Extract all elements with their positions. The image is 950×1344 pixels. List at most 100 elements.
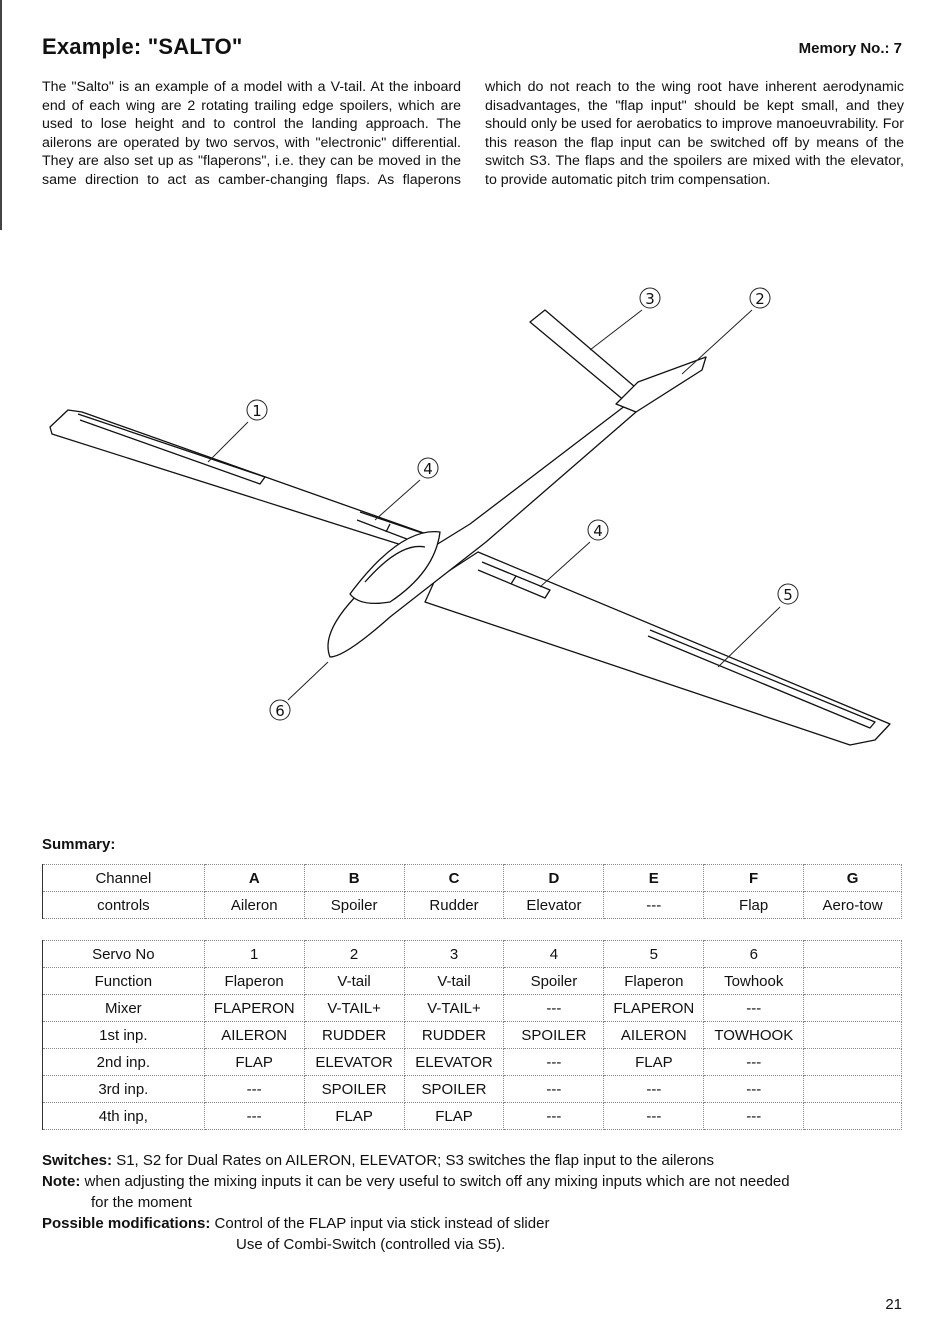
callout-3-circle — [639, 287, 661, 309]
servo-cell — [803, 1048, 902, 1076]
callout-4b-circle — [587, 519, 609, 541]
servo-cell: --- — [703, 1102, 805, 1130]
servo-cell: FLAP — [204, 1048, 305, 1076]
controls-cell: Spoiler — [304, 891, 405, 919]
servo-cell: --- — [603, 1102, 705, 1130]
servo-cell: 5 — [603, 940, 705, 968]
modifications-text: Control of the FLAP input via stick inst… — [210, 1215, 550, 1232]
servo-cell: V-TAIL+ — [404, 994, 505, 1022]
left-wing — [49, 409, 436, 555]
servo-cell: AILERON — [603, 1021, 705, 1049]
callout-2-circle — [749, 287, 771, 309]
servo-cell: FLAP — [603, 1048, 705, 1076]
servo-cell: TOWHOOK — [703, 1021, 805, 1049]
note-label: Note: — [42, 1173, 81, 1190]
page-title: Example: "SALTO" — [42, 34, 243, 59]
servo-cell: --- — [703, 1048, 805, 1076]
servo-cell: RUDDER — [304, 1021, 405, 1049]
servo-cell: AILERON — [204, 1021, 305, 1049]
servo-cell: Flaperon — [204, 967, 305, 995]
channel-cell: F — [703, 864, 805, 892]
servo-cell: --- — [603, 1075, 705, 1103]
callout-1-label: 1 — [252, 402, 262, 420]
note-text: when adjusting the mixing inputs it can … — [80, 1173, 790, 1190]
servo-row-label: 4th inp, — [42, 1102, 205, 1130]
servo-cell: SPOILER — [503, 1021, 605, 1049]
servo-cell — [803, 1075, 902, 1103]
servo-row-label: Mixer — [42, 994, 205, 1022]
canopy — [349, 531, 441, 605]
glider-diagram: 1 2 3 4 4 5 6 — [30, 262, 910, 782]
callout-3-label: 3 — [645, 290, 655, 308]
servo-cell: --- — [204, 1075, 305, 1103]
channel-cell: E — [603, 864, 705, 892]
channel-cell: G — [803, 864, 902, 892]
note-line: Note: when adjusting the mixing inputs i… — [42, 1171, 912, 1192]
right-tail-fin — [615, 356, 707, 413]
right-wing — [424, 551, 891, 746]
servo-cell: SPOILER — [304, 1075, 405, 1103]
servo-cell: ELEVATOR — [304, 1048, 405, 1076]
callout-5-circle — [777, 583, 799, 605]
servo-cell: 4 — [503, 940, 605, 968]
servo-cell: RUDDER — [404, 1021, 505, 1049]
servo-cell: FLAP — [404, 1102, 505, 1130]
controls-cell: Rudder — [404, 891, 505, 919]
servo-cell: 2 — [304, 940, 405, 968]
left-tail-fin — [529, 309, 636, 403]
note-continuation: for the moment — [91, 1194, 192, 1211]
servo-cell: SPOILER — [404, 1075, 505, 1103]
servo-cell: Towhook — [703, 967, 805, 995]
modifications-line: Possible modifications: Control of the F… — [42, 1213, 912, 1234]
controls-cell: Flap — [703, 891, 805, 919]
memory-number: Memory No.: 7 — [798, 40, 902, 57]
channel-header-row: Channel A B C D E F G — [42, 864, 902, 892]
callout-1-circle — [246, 399, 268, 421]
servo-cell: --- — [503, 994, 605, 1022]
switches-text: S1, S2 for Dual Rates on AILERON, ELEVAT… — [112, 1152, 715, 1169]
callout-6-label: 6 — [275, 702, 285, 720]
servo-cell: V-tail — [404, 967, 505, 995]
servo-cell — [803, 967, 902, 995]
servo-cell: Spoiler — [503, 967, 605, 995]
servo-cell: V-tail — [304, 967, 405, 995]
servo-cell: FLAPERON — [204, 994, 305, 1022]
channel-cell: C — [404, 864, 505, 892]
servo-cell: --- — [204, 1102, 305, 1130]
channel-cell: A — [204, 864, 305, 892]
servo-cell: 6 — [703, 940, 805, 968]
servo-cell: --- — [503, 1048, 605, 1076]
intro-text: The "Salto" is an example of a model wit… — [42, 78, 904, 190]
servo-cell: --- — [503, 1075, 605, 1103]
servo-cell: FLAP — [304, 1102, 405, 1130]
callout-4a-circle — [417, 457, 439, 479]
modifications-continuation: Use of Combi-Switch (controlled via S5). — [236, 1236, 506, 1253]
glider-drawing: 1 2 3 4 4 5 6 — [49, 287, 891, 746]
callout-2-label: 2 — [755, 290, 765, 308]
channel-label: Channel — [42, 864, 205, 892]
callout-4a-label: 4 — [423, 460, 433, 478]
servo-cell: --- — [703, 994, 805, 1022]
controls-cell: Aileron — [204, 891, 305, 919]
servo-cell: ELEVATOR — [404, 1048, 505, 1076]
servo-row-label: 3rd inp. — [42, 1075, 205, 1103]
servo-cell — [803, 1102, 902, 1130]
callout-4b-label: 4 — [593, 522, 603, 540]
servo-cell — [803, 994, 902, 1022]
servo-cell: Flaperon — [603, 967, 705, 995]
intro-paragraph: The "Salto" is an example of a model wit… — [42, 79, 904, 188]
servo-cell — [803, 940, 902, 968]
servo-cell: --- — [503, 1102, 605, 1130]
controls-row: controls Aileron Spoiler Rudder Elevator… — [42, 891, 902, 919]
page-number: 21 — [885, 1296, 902, 1313]
channel-cell: B — [304, 864, 405, 892]
